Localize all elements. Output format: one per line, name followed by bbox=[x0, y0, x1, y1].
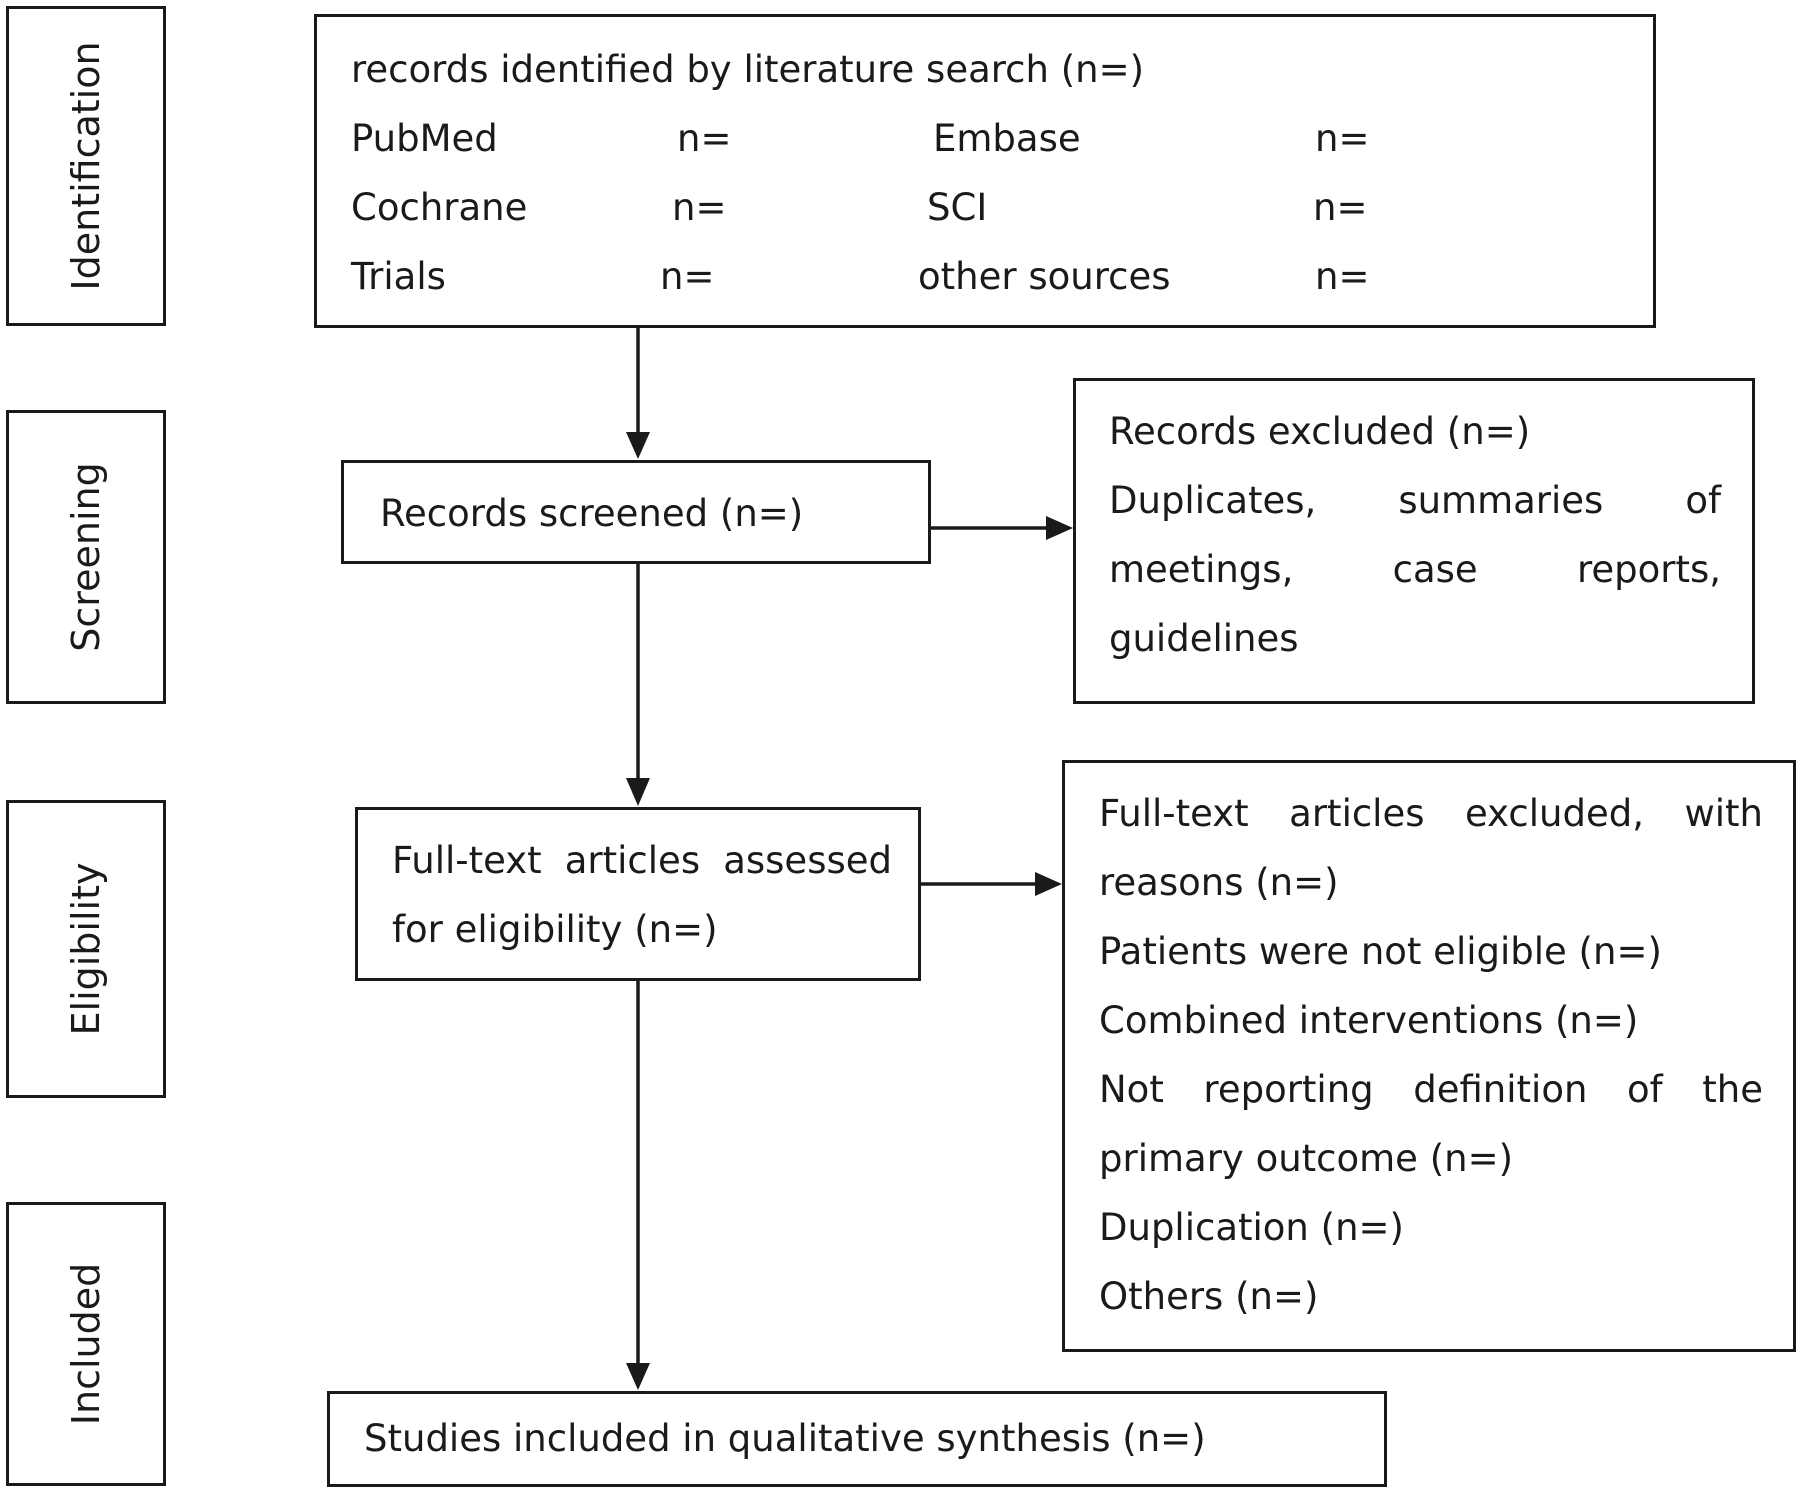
ft-excluded-line-7: Duplication (n=) bbox=[1099, 1206, 1404, 1249]
included-box: Studies included in qualitative synthesi… bbox=[327, 1391, 1387, 1487]
ft-excluded-line-8: Others (n=) bbox=[1099, 1275, 1319, 1318]
ft-excluded-line-2: reasons (n=) bbox=[1099, 861, 1339, 904]
arrowhead-included bbox=[626, 1363, 650, 1390]
ft-excluded-line-5: Not reporting definition of the bbox=[1099, 1068, 1763, 1111]
ft-excluded-line-1: Full-text articles excluded, with bbox=[1099, 792, 1763, 835]
source-sci-count: n= bbox=[1313, 186, 1368, 229]
fulltext-line-1: Full-text articles assessed bbox=[392, 839, 892, 882]
screened-box: Records screened (n=) bbox=[341, 460, 931, 564]
source-other-count: n= bbox=[1315, 255, 1370, 298]
fulltext-excluded-box: Full-text articles excluded, with reason… bbox=[1062, 760, 1796, 1352]
stage-screening: Screening bbox=[6, 410, 166, 704]
stage-identification: Identification bbox=[6, 6, 166, 326]
identification-box: records identified by literature search … bbox=[314, 14, 1656, 328]
stage-screening-label: Screening bbox=[64, 462, 108, 652]
stage-included-label: Included bbox=[64, 1262, 108, 1426]
stage-identification-label: Identification bbox=[64, 41, 108, 291]
excluded-line-3: guidelines bbox=[1109, 617, 1299, 660]
excluded-line-1: Duplicates, summaries of bbox=[1109, 479, 1721, 522]
excluded-box: Records excluded (n=) Duplicates, summar… bbox=[1073, 378, 1755, 704]
included-text: Studies included in qualitative synthesi… bbox=[364, 1417, 1206, 1460]
arrowhead-ft-excluded bbox=[1035, 872, 1062, 896]
fulltext-box: Full-text articles assessed for eligibil… bbox=[355, 807, 921, 981]
source-trials-count: n= bbox=[660, 255, 715, 298]
ft-excluded-line-4: Combined interventions (n=) bbox=[1099, 999, 1639, 1042]
ft-excluded-line-6: primary outcome (n=) bbox=[1099, 1137, 1514, 1180]
arrowhead-screened bbox=[626, 432, 650, 459]
stage-eligibility: Eligibility bbox=[6, 800, 166, 1098]
source-trials: Trials bbox=[351, 255, 446, 298]
source-other: other sources bbox=[918, 255, 1171, 298]
source-pubmed-count: n= bbox=[677, 117, 732, 160]
source-embase-count: n= bbox=[1315, 117, 1370, 160]
excluded-title: Records excluded (n=) bbox=[1109, 410, 1531, 453]
ft-excluded-line-3: Patients were not eligible (n=) bbox=[1099, 930, 1662, 973]
stage-included: Included bbox=[6, 1202, 166, 1486]
source-pubmed: PubMed bbox=[351, 117, 498, 160]
excluded-line-2: meetings, case reports, bbox=[1109, 548, 1721, 591]
source-cochrane: Cochrane bbox=[351, 186, 528, 229]
stage-eligibility-label: Eligibility bbox=[64, 862, 108, 1036]
source-embase: Embase bbox=[933, 117, 1081, 160]
screened-text: Records screened (n=) bbox=[380, 492, 804, 535]
arrowhead-excluded bbox=[1046, 516, 1073, 540]
source-sci: SCI bbox=[927, 186, 988, 229]
fulltext-line-2: for eligibility (n=) bbox=[392, 908, 718, 951]
arrowhead-fulltext bbox=[626, 778, 650, 806]
identification-title: records identified by literature search … bbox=[351, 48, 1145, 91]
source-cochrane-count: n= bbox=[672, 186, 727, 229]
